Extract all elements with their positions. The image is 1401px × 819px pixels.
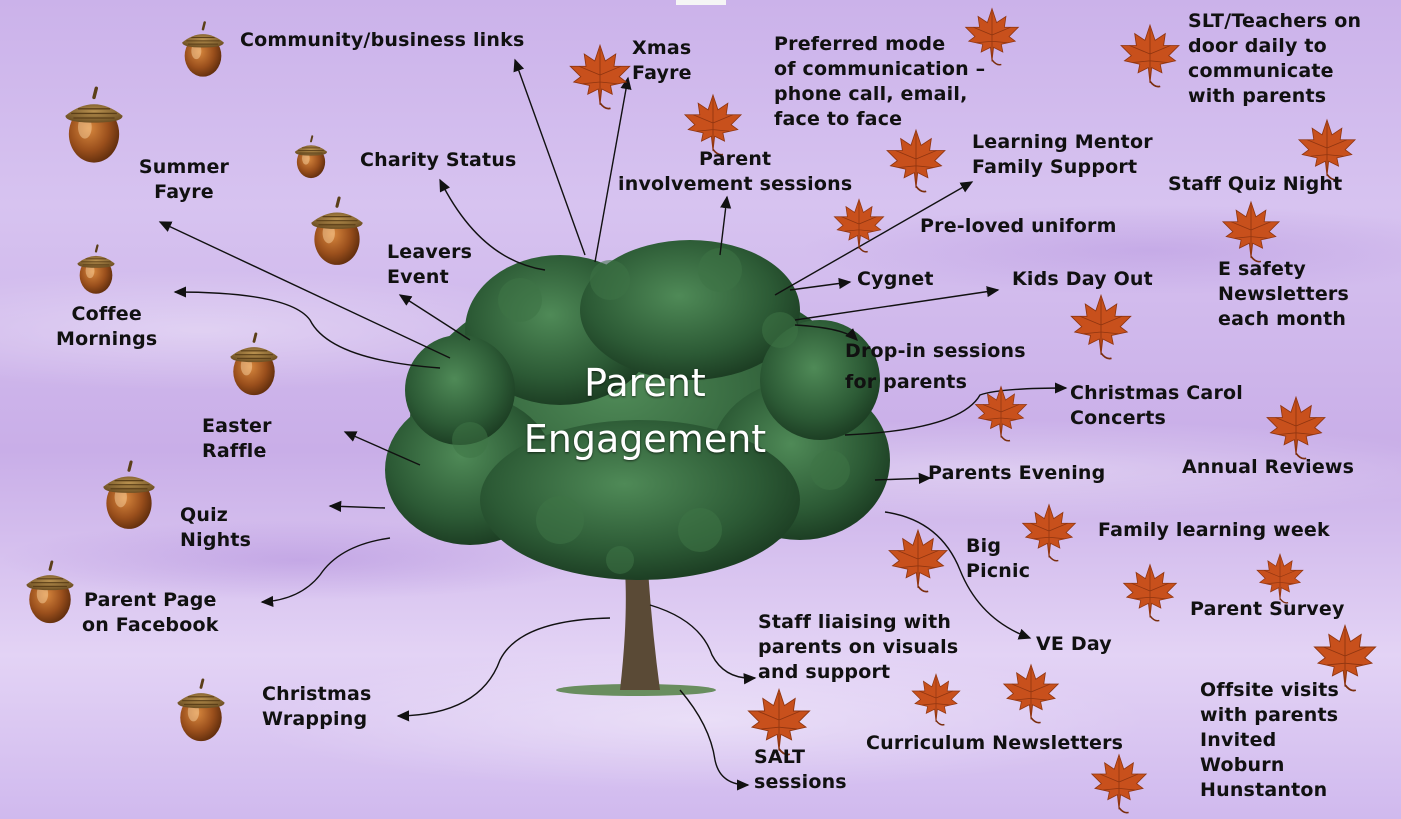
label-ve-day: VE Day <box>1036 633 1112 655</box>
label-preferred-communication: Preferred mode of communication – phone … <box>774 33 986 130</box>
acorn-icon <box>180 21 226 78</box>
label-parents-evening: Parents Evening <box>928 462 1106 484</box>
label-summer-fayre: Summer Fayre <box>138 156 230 203</box>
maple-leaf-icon <box>1002 663 1060 724</box>
maple-leaf-icon <box>833 198 885 253</box>
label-slt-teachers: SLT/Teachers on door daily to communicat… <box>1188 10 1362 107</box>
label-coffee-mornings: Coffee Mornings <box>56 303 158 350</box>
label-cygnet: Cygnet <box>857 268 934 290</box>
label-offsite-visits: Offsite visits with parents Invited Wobu… <box>1200 679 1340 801</box>
label-esafety: E safety Newsletters each month <box>1218 258 1349 330</box>
acorn-icon <box>175 678 227 744</box>
label-preloved-uniform: Pre-loved uniform <box>920 215 1117 237</box>
acorn-icon <box>24 560 76 626</box>
maple-leaf-icon <box>1120 24 1180 88</box>
label-staff-quiz-night: Staff Quiz Night <box>1168 173 1343 195</box>
label-big-picnic: Big Picnic <box>966 535 1031 582</box>
maple-leaf-icon <box>1298 119 1356 181</box>
label-salt-sessions: SALT sessions <box>754 746 847 793</box>
label-parent-survey: Parent Survey <box>1190 598 1345 620</box>
acorn-icon <box>76 244 116 296</box>
maple-leaf-icon <box>886 129 946 193</box>
maple-leaf-icon <box>888 529 948 593</box>
label-curriculum-newsletters: Curriculum Newsletters <box>866 732 1124 754</box>
label-leavers-event: Leavers Event <box>387 241 473 288</box>
maple-leaf-icon <box>684 94 742 156</box>
center-title: Parent Engagement <box>523 361 767 461</box>
label-parent-facebook: Parent Page on Facebook <box>82 589 219 636</box>
label-christmas-wrapping: Christmas Wrapping <box>262 683 372 730</box>
label-christmas-carol: Christmas Carol Concerts <box>1070 382 1243 429</box>
maple-leaf-icon <box>569 44 631 110</box>
oak-tree <box>385 240 890 696</box>
label-community-links: Community/business links <box>240 29 525 51</box>
acorn-icon <box>65 88 122 162</box>
maple-leaf-icon <box>1090 753 1148 814</box>
label-learning-mentor: Learning Mentor Family Support <box>972 131 1153 178</box>
label-annual-reviews: Annual Reviews <box>1182 456 1355 478</box>
top-tab <box>676 0 726 5</box>
acorn-icon <box>103 462 154 529</box>
acorn-icon <box>293 135 329 180</box>
maple-leaf-icon <box>1222 201 1280 263</box>
label-dropin-sessions: Drop-in sessions for parents <box>845 340 1026 393</box>
maple-leaf-icon <box>1122 563 1178 622</box>
connector-arrows <box>158 58 1068 791</box>
label-parent-involvement: Parent involvement sessions <box>618 148 853 195</box>
label-charity-status: Charity Status <box>360 149 517 171</box>
label-quiz-nights: Quiz Nights <box>180 504 252 551</box>
maple-leaf-icon <box>1021 503 1077 562</box>
label-xmas-fayre: Xmas Fayre <box>632 37 692 84</box>
label-family-learning: Family learning week <box>1098 519 1330 541</box>
maple-leaf-icon <box>1256 553 1304 604</box>
label-easter-raffle: Easter Raffle <box>202 415 272 462</box>
acorn-icon <box>228 332 280 397</box>
maple-leaf-icon <box>1070 294 1132 360</box>
maple-leaf-icon <box>1266 396 1326 460</box>
label-kids-day-out: Kids Day Out <box>1012 268 1153 290</box>
label-staff-liaising: Staff liaising with parents on visuals a… <box>758 611 959 683</box>
acorn-icon <box>311 198 362 265</box>
